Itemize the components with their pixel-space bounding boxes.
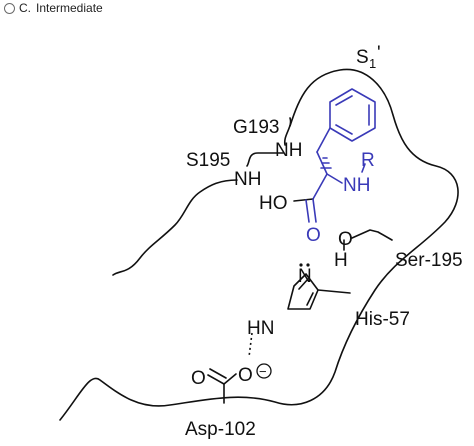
- carbonyl-o-label: O: [306, 225, 321, 246]
- minus-sign: −: [259, 364, 267, 379]
- ser-o-label: O: [338, 229, 353, 250]
- c-oh-bond: [293, 198, 314, 202]
- s195-strand: [112, 179, 238, 276]
- option-label: Intermediate: [36, 1, 103, 15]
- r-group-label: R: [361, 150, 375, 171]
- hashed-wedge: [320, 157, 332, 169]
- c-o-bond: [312, 198, 317, 223]
- ca-c-bond: [312, 173, 328, 200]
- s195-label: S195: [186, 150, 230, 171]
- lone-pair-dot: [299, 263, 303, 267]
- option-letter: C.: [19, 1, 31, 15]
- ser195-label: Ser-195: [395, 250, 463, 271]
- pocket-label: S: [356, 47, 369, 68]
- pocket-outline: [59, 68, 459, 421]
- his-n-label: N: [298, 266, 312, 287]
- phenyl-ring: [329, 88, 376, 142]
- pocket-prime: ': [377, 43, 381, 64]
- asp-o-minus-label: O: [238, 365, 253, 386]
- negative-charge-icon: [256, 363, 272, 379]
- ch2-bond: [316, 127, 331, 153]
- nh-g193: NH: [275, 140, 302, 161]
- pocket-subscript: 1: [369, 56, 376, 71]
- asp102-label: Asp-102: [185, 419, 256, 440]
- lone-pair-dot: [306, 263, 310, 267]
- ser-h-label: H: [334, 250, 348, 271]
- nh-s195: NH: [234, 169, 261, 190]
- answer-option-c[interactable]: C. Intermediate: [4, 0, 103, 16]
- his57-label: His-57: [355, 309, 410, 330]
- radio-button[interactable]: [4, 2, 15, 14]
- hydroxyl-label: HO: [259, 193, 288, 214]
- asp-o-label: O: [191, 368, 206, 389]
- ser-sidechain: [351, 229, 393, 241]
- his-hn-label: HN: [247, 318, 274, 339]
- g193-strand: [246, 117, 292, 167]
- c-o-double-bond: [305, 199, 310, 223]
- asp-c-o-double-bond: [209, 368, 227, 379]
- his-sidechain: [317, 289, 351, 294]
- imidazole-ring: [287, 273, 319, 310]
- n-r-bond: [361, 163, 366, 173]
- nh-substrate: NH: [343, 175, 370, 196]
- hydrogen-bond: [248, 332, 253, 358]
- asp-c-o-bond: [207, 374, 225, 385]
- g193-label: G193: [233, 117, 279, 138]
- ca-n-bond: [326, 173, 343, 184]
